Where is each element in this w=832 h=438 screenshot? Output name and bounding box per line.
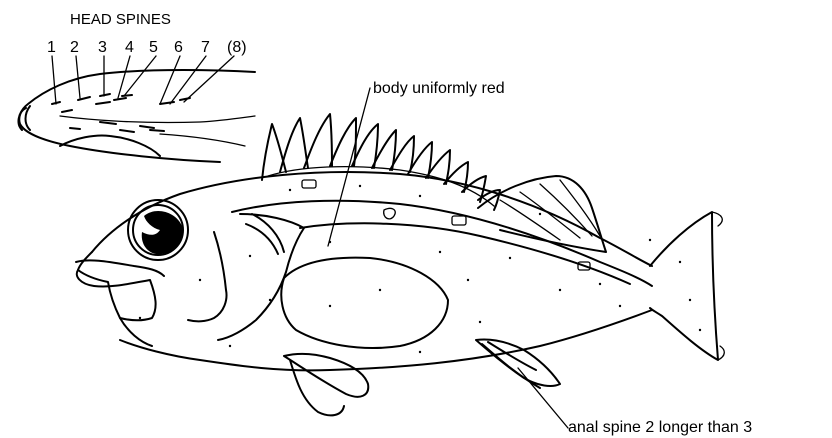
spine-number-5: 5	[149, 39, 158, 56]
spine-number-4: 4	[125, 39, 134, 56]
eye	[128, 200, 188, 260]
dorsal-fin-soft-rays	[500, 180, 600, 240]
pectoral-fin	[281, 258, 448, 348]
spine-number-8: (8)	[227, 39, 247, 56]
spine-number-1: 1	[47, 39, 56, 56]
spine-number-6: 6	[174, 39, 183, 56]
inset-lower-line	[160, 134, 245, 146]
caudal-fin	[650, 212, 718, 360]
inset-spine-marks	[52, 94, 190, 132]
anal-spine-leader-line	[518, 368, 568, 428]
head-spines-inset: HEAD SPINES 1 2 3 4 5 6 7 (8)	[19, 11, 255, 162]
pelvic-fin	[284, 354, 368, 397]
spine-number-2: 2	[70, 39, 79, 56]
preopercle	[188, 232, 227, 321]
body-markings	[302, 180, 590, 270]
inset-leader-lines	[52, 56, 234, 104]
spine-number-3: 3	[98, 39, 107, 56]
upper-jaw	[77, 270, 156, 320]
head-spines-title: HEAD SPINES	[70, 11, 171, 28]
anal-fin	[476, 339, 560, 386]
inset-midline	[60, 116, 255, 123]
body-color-annotation: body uniformly red	[373, 80, 505, 97]
spine-number-7: 7	[201, 39, 210, 56]
lower-jaw	[76, 260, 164, 276]
opercle-inner	[246, 214, 284, 254]
dorsal-fin-spiny	[262, 114, 500, 210]
anal-spine-annotation: anal spine 2 longer than 3	[568, 419, 752, 436]
